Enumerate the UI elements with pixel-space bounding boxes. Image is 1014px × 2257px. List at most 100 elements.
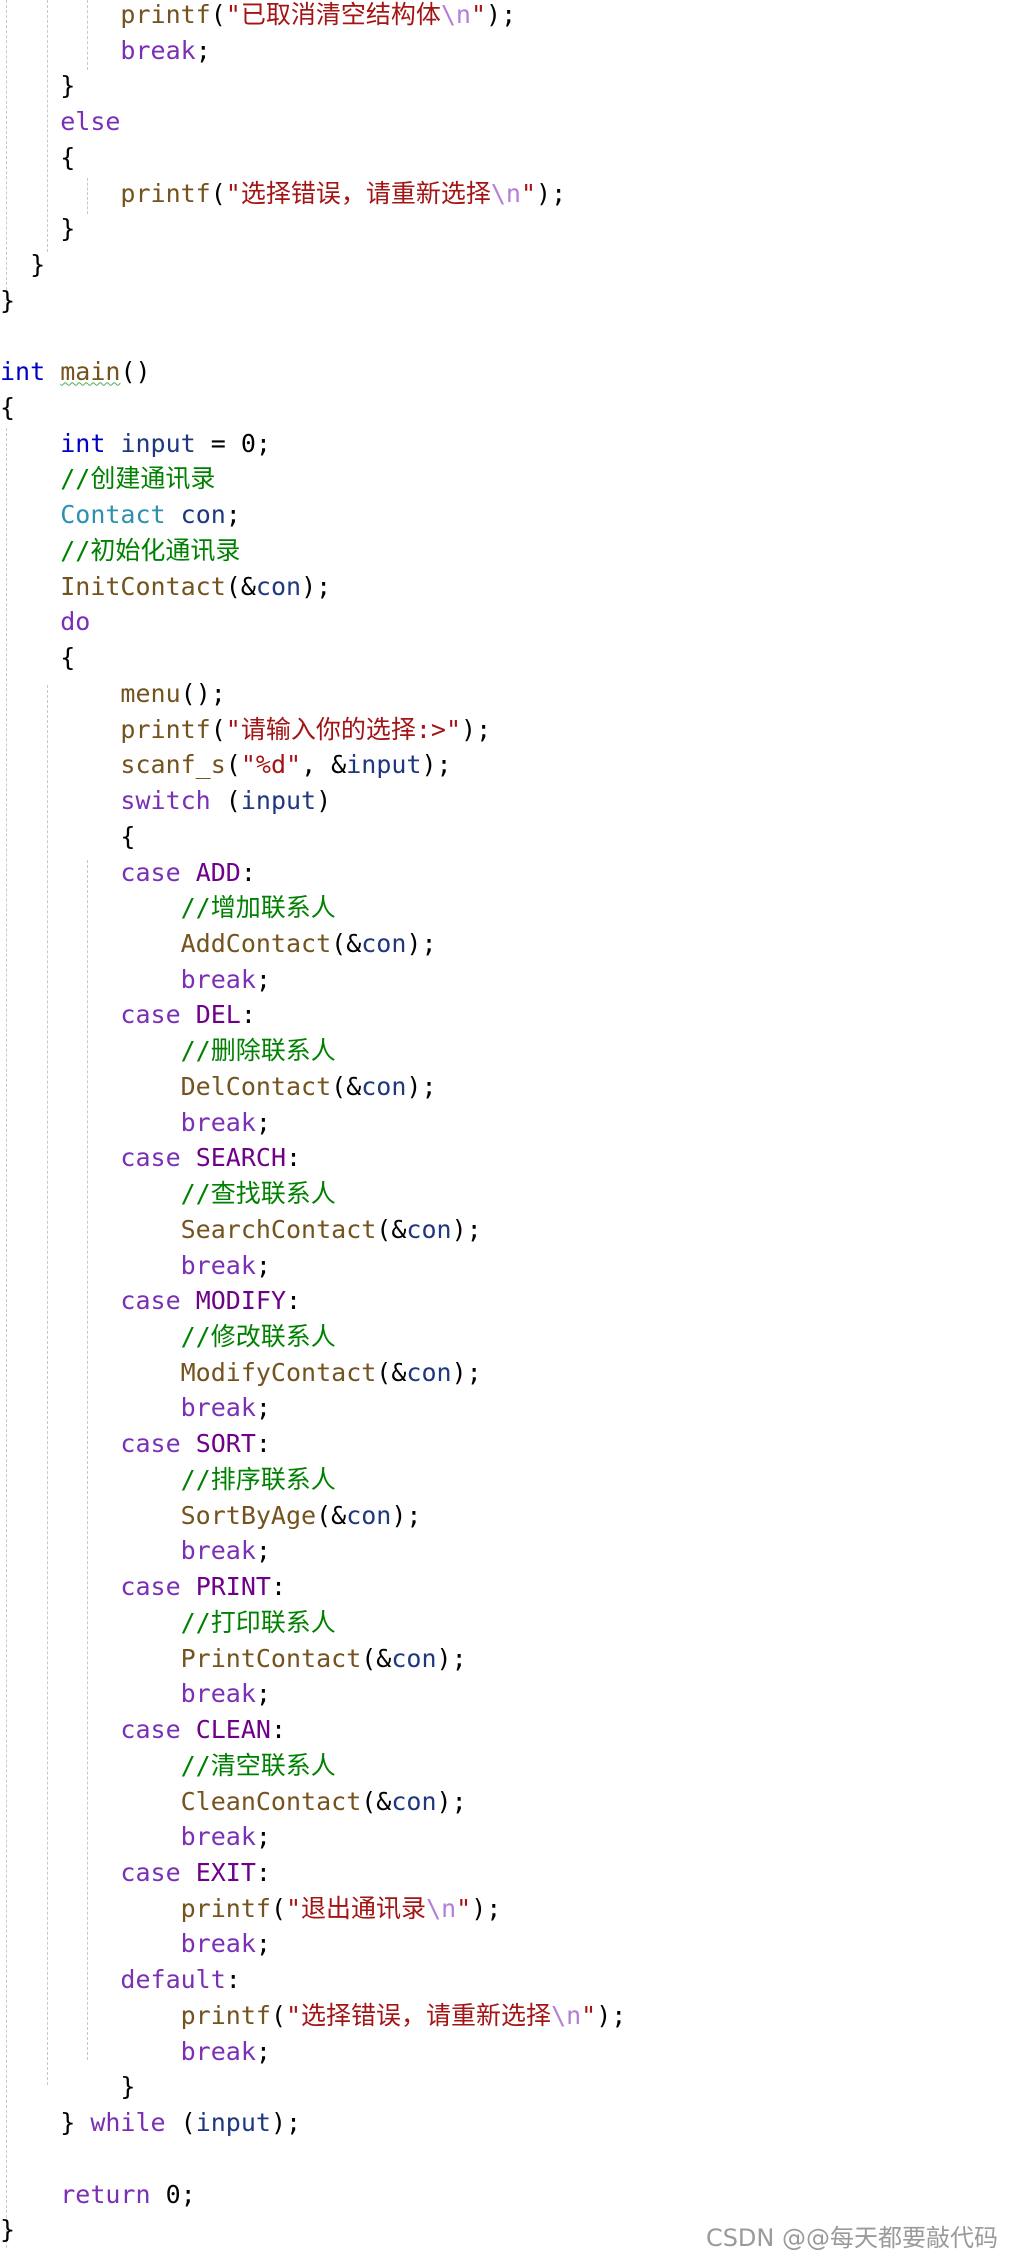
code-line[interactable]: PrintContact(&con);: [0, 1641, 467, 1677]
keyword-token: break: [180, 1679, 256, 1709]
plain-token: [0, 643, 60, 672]
code-line[interactable]: case DEL:: [0, 997, 256, 1033]
code-line[interactable]: {: [0, 390, 15, 426]
macro-token: DEL: [195, 1000, 241, 1030]
plain-token: [0, 179, 120, 208]
plain-token: [0, 2108, 60, 2137]
code-line[interactable]: //删除联系人: [0, 1033, 336, 1069]
code-line[interactable]: }: [0, 247, 45, 283]
code-line[interactable]: break;: [0, 1248, 271, 1284]
plain-token: [0, 2072, 120, 2101]
code-line[interactable]: //初始化通讯录: [0, 533, 240, 569]
plain-token: );: [270, 2108, 302, 2138]
plain-token: [0, 858, 120, 887]
code-line[interactable]: break;: [0, 1676, 271, 1712]
code-line[interactable]: break;: [0, 1819, 271, 1855]
code-line[interactable]: CleanContact(&con);: [0, 1784, 467, 1820]
code-line[interactable]: ModifyContact(&con);: [0, 1355, 482, 1391]
keyword-token: break: [180, 1250, 256, 1280]
code-line[interactable]: case PRINT:: [0, 1569, 286, 1605]
plain-token: [0, 1000, 120, 1029]
code-line[interactable]: menu();: [0, 676, 225, 712]
code-line[interactable]: break;: [0, 1390, 271, 1426]
comment-token: //查找联系人: [180, 1179, 336, 1209]
code-line[interactable]: return 0;: [0, 2177, 195, 2213]
plain-token: {: [60, 643, 76, 673]
indent-guide: [87, 860, 88, 2060]
string-token: "退出通讯录: [286, 1893, 427, 1923]
string-token: ": [520, 178, 537, 208]
code-line[interactable]: printf("已取消清空结构体\n");: [0, 0, 516, 33]
code-line[interactable]: }: [0, 2069, 135, 2105]
code-line[interactable]: }: [0, 211, 75, 247]
code-line[interactable]: //增加联系人: [0, 890, 336, 926]
code-line[interactable]: }: [0, 68, 75, 104]
code-line[interactable]: case EXIT:: [0, 1855, 271, 1891]
code-line[interactable]: break;: [0, 2034, 271, 2070]
code-line[interactable]: break;: [0, 1926, 271, 1962]
plain-token: :: [286, 1143, 302, 1173]
plain-token: );: [436, 1643, 467, 1673]
code-line[interactable]: break;: [0, 33, 211, 69]
plain-token: (: [270, 2000, 286, 2030]
code-line[interactable]: break;: [0, 962, 271, 998]
code-line[interactable]: case ADD:: [0, 855, 256, 891]
code-line[interactable]: default:: [0, 1962, 240, 1998]
code-line[interactable]: printf("选择错误，请重新选择\n");: [0, 176, 566, 212]
code-line[interactable]: int input = 0;: [0, 426, 271, 462]
code-line[interactable]: } while (input);: [0, 2105, 301, 2141]
code-line[interactable]: case SORT:: [0, 1426, 271, 1462]
code-line[interactable]: {: [0, 140, 75, 176]
plain-token: [0, 1751, 181, 1780]
plain-token: [0, 1858, 120, 1887]
code-line[interactable]: Contact con;: [0, 497, 241, 533]
code-line[interactable]: printf("退出通讯录\n");: [0, 1891, 502, 1927]
code-line[interactable]: int main(): [0, 354, 151, 390]
function-token-squiggle: main: [60, 357, 121, 387]
plain-token: [0, 1322, 181, 1351]
code-line[interactable]: InitContact(&con);: [0, 569, 331, 605]
code-line[interactable]: //清空联系人: [0, 1748, 336, 1784]
plain-token: (&: [376, 1357, 407, 1387]
code-line[interactable]: //排序联系人: [0, 1462, 336, 1498]
code-line[interactable]: }: [0, 2212, 15, 2248]
plain-token: );: [421, 750, 452, 780]
code-line[interactable]: do: [0, 604, 90, 640]
plain-token: ): [316, 786, 332, 816]
code-line[interactable]: {: [0, 819, 135, 855]
code-line[interactable]: break;: [0, 1105, 271, 1141]
plain-token: ;: [255, 1929, 271, 1959]
variable-token: con: [361, 1071, 407, 1101]
variable-token: con: [406, 1214, 452, 1244]
plain-token: ;: [195, 35, 211, 65]
code-line[interactable]: //打印联系人: [0, 1605, 336, 1641]
code-line[interactable]: else: [0, 104, 120, 140]
code-line[interactable]: printf("请输入你的选择:>");: [0, 712, 491, 748]
plain-token: ;: [255, 1679, 271, 1709]
code-line[interactable]: printf("选择错误，请重新选择\n");: [0, 1998, 627, 2034]
code-line[interactable]: AddContact(&con);: [0, 926, 437, 962]
code-line[interactable]: switch (input): [0, 783, 331, 819]
plain-token: }: [0, 2215, 16, 2245]
code-line[interactable]: case MODIFY:: [0, 1283, 301, 1319]
code-line[interactable]: SortByAge(&con);: [0, 1498, 422, 1534]
code-line[interactable]: //修改联系人: [0, 1319, 336, 1355]
code-line[interactable]: case CLEAN:: [0, 1712, 286, 1748]
code-line[interactable]: {: [0, 640, 75, 676]
escape-token: \n: [426, 1893, 457, 1923]
string-token: "请输入你的选择:>": [225, 714, 462, 744]
code-line[interactable]: scanf_s("%d", &input);: [0, 747, 452, 783]
plain-token: [0, 0, 120, 29]
code-line[interactable]: }: [0, 283, 15, 319]
plain-token: );: [471, 1893, 502, 1923]
code-line[interactable]: case SEARCH:: [0, 1140, 301, 1176]
code-line[interactable]: break;: [0, 1533, 271, 1569]
code-line[interactable]: DelContact(&con);: [0, 1069, 437, 1105]
escape-token: \n: [490, 178, 521, 208]
code-line[interactable]: SearchContact(&con);: [0, 1212, 482, 1248]
macro-token: ADD: [195, 857, 241, 887]
code-line[interactable]: //查找联系人: [0, 1176, 336, 1212]
function-token: printf: [120, 714, 211, 744]
code-line[interactable]: //创建通讯录: [0, 461, 215, 497]
